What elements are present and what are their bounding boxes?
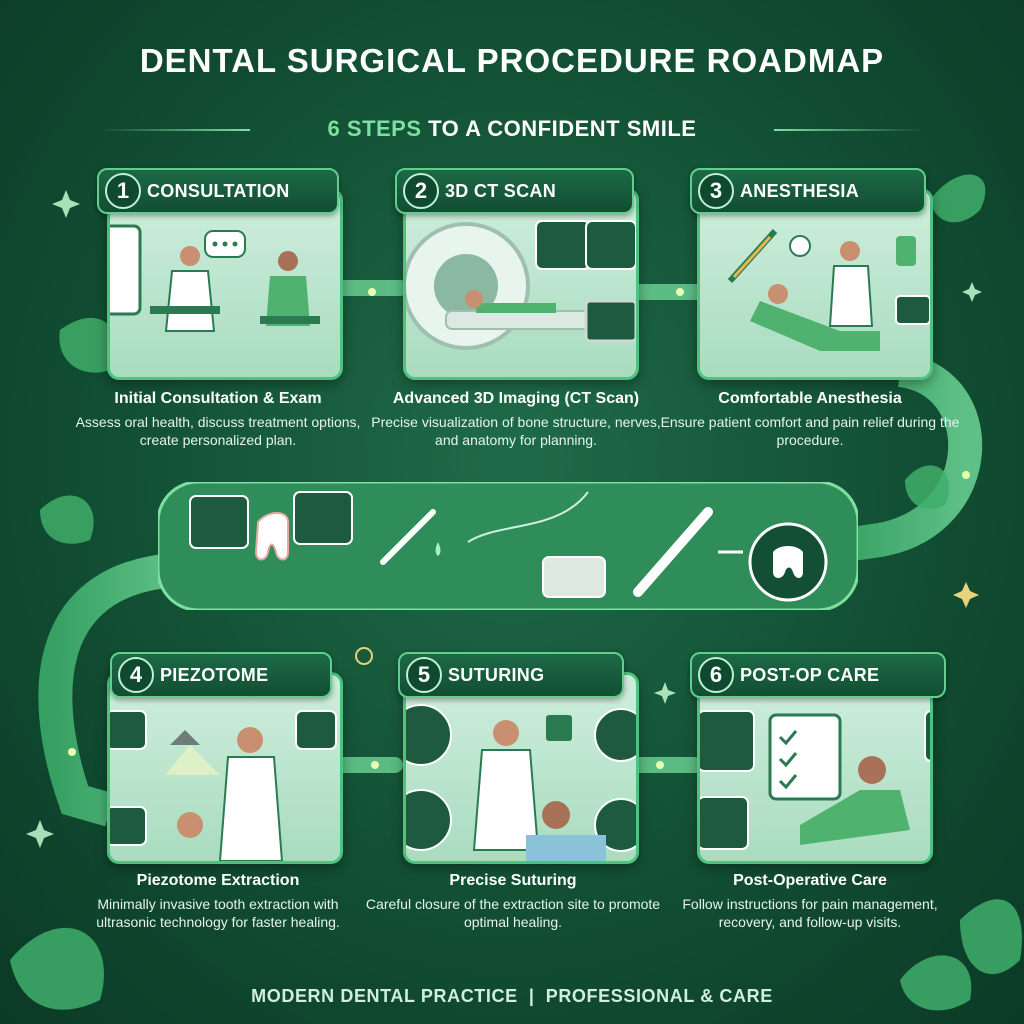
- step-3-header: 3 ANESTHESIA: [690, 168, 926, 214]
- ct-scan-illustration: [406, 220, 636, 350]
- step-2-card: [403, 188, 639, 380]
- page-title: DENTAL SURGICAL PROCEDURE ROADMAP: [139, 42, 885, 79]
- step-4-header-label: PIEZOTOME: [160, 665, 269, 685]
- path-segment-top: [327, 280, 708, 300]
- step-6-number: 6: [698, 657, 734, 693]
- step-5-card: [403, 672, 639, 864]
- step-2-title: Advanced 3D Imaging (CT Scan): [392, 390, 640, 407]
- step-1-header: 1 CONSULTATION: [97, 168, 339, 214]
- procedure-tools-band: [158, 482, 858, 610]
- step-3-number: 3: [698, 173, 734, 209]
- step-2-description: Precise visualization of bone structure,…: [371, 414, 661, 448]
- anesthesia-illustration: [727, 228, 930, 351]
- step-1-description: Assess oral health, discuss treatment op…: [75, 414, 361, 448]
- step-2-header-label: 3D CT SCAN: [445, 181, 557, 201]
- step-4-number: 4: [118, 657, 154, 693]
- path-segment-left: [38, 553, 177, 827]
- subtitle-rest: TO A CONFIDENT SMILE: [421, 116, 697, 141]
- step-5-header-label: SUTURING: [448, 665, 545, 685]
- step-5-number: 5: [406, 657, 442, 693]
- step-5-description: Careful closure of the extraction site t…: [365, 896, 661, 930]
- step-3-card: [697, 188, 933, 380]
- step-2-number: 2: [403, 173, 439, 209]
- step-6-header-label: POST-OP CARE: [740, 665, 880, 685]
- step-1-card: [107, 188, 343, 380]
- piezotome-illustration: [110, 710, 337, 861]
- subtitle-accent: 6 STEPS: [327, 116, 422, 141]
- step-1-number: 1: [105, 173, 141, 209]
- consultation-illustration: [110, 224, 320, 332]
- footer-tagline: MODERN DENTAL PRACTICE | PROFESSIONAL & …: [251, 986, 773, 1006]
- subtitle-line-left: [100, 129, 250, 131]
- subtitle-line-right: [774, 129, 924, 131]
- path-segment-right: [842, 353, 983, 562]
- step-6-description: Follow instructions for pain management,…: [682, 896, 938, 930]
- step-3-header-label: ANESTHESIA: [740, 181, 860, 201]
- page-subtitle: 6 STEPS TO A CONFIDENT SMILE: [262, 116, 762, 142]
- step-5-header: 5 SUTURING: [398, 652, 624, 698]
- step-3-description: Ensure patient comfort and pain relief d…: [660, 414, 960, 448]
- step-4-card: [107, 672, 343, 864]
- step-6-header: 6 POST-OP CARE: [690, 652, 946, 698]
- step-5-title: Precise Suturing: [449, 872, 577, 889]
- step-4-header: 4 PIEZOTOME: [110, 652, 332, 698]
- step-1-title: Initial Consultation & Exam: [114, 390, 322, 407]
- step-6-card: [697, 672, 933, 864]
- post-op-care-illustration: [700, 710, 930, 850]
- suturing-illustration: [406, 704, 636, 861]
- step-6-title: Post-Operative Care: [733, 872, 887, 889]
- step-4-title: Piezotome Extraction: [136, 872, 300, 889]
- step-1-header-label: CONSULTATION: [147, 181, 290, 201]
- step-3-title: Comfortable Anesthesia: [718, 390, 902, 407]
- step-2-header: 2 3D CT SCAN: [395, 168, 634, 214]
- step-4-description: Minimally invasive tooth extraction with…: [96, 896, 340, 930]
